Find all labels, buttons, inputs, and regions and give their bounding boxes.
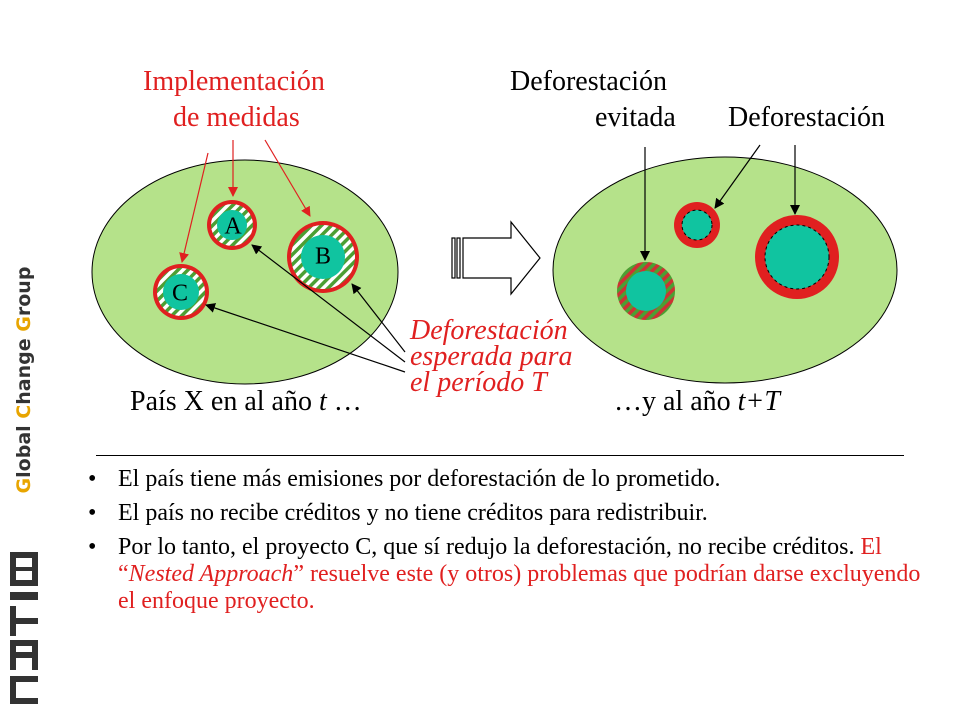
- implementation-label-line1: Implementación: [143, 66, 325, 97]
- arrow-deforestation-small: [714, 144, 761, 209]
- deforestation-circle-small: [674, 202, 720, 248]
- transition-arrow: [451, 220, 541, 296]
- bullet-list: • El país tiene más emisiones por defore…: [88, 466, 928, 622]
- arrow-expected-to-c: [205, 303, 406, 373]
- country-x-year-t-plus-t: [552, 156, 898, 384]
- deforestation-label: Deforestación: [728, 102, 886, 133]
- deforestation-circle-large: [755, 215, 839, 299]
- project-circle-a: [207, 200, 257, 250]
- sidebar: Global Change Group: [0, 0, 48, 720]
- bullet-item-2: • El país no recibe créditos y no tiene …: [88, 500, 708, 526]
- country-year-t-caption: País X en al año t …: [130, 386, 362, 417]
- year-t-plus-t-caption: …y al año t+T: [614, 386, 780, 417]
- project-circle-b: [287, 221, 359, 293]
- arrow-expected-to-a: [251, 244, 406, 363]
- project-circle-c: [153, 264, 209, 320]
- divider-line: [96, 455, 904, 456]
- arrow-expected-to-b: [351, 283, 406, 353]
- avoided-deforestation-label-line1: Deforestación: [510, 66, 668, 97]
- avoided-deforestation-label-line2: evitada: [595, 102, 676, 133]
- bullet-item-1: • El país tiene más emisiones por defore…: [88, 466, 721, 492]
- circle-c-label: C: [171, 280, 189, 307]
- deforestation-diagram: [91, 139, 898, 385]
- arrow-to-c: [179, 152, 209, 263]
- country-x-year-t: [91, 159, 399, 385]
- arrow-to-b: [264, 139, 311, 217]
- circle-a-label: A: [224, 213, 242, 240]
- bullet-item-3: • Por lo tanto, el proyecto C, que sí re…: [88, 534, 921, 614]
- avoided-deforestation-circle: [617, 262, 675, 320]
- catie-logo: [10, 552, 38, 704]
- expected-deforestation-label: Deforestación esperada para el período T: [410, 315, 573, 398]
- circle-b-label: B: [314, 243, 332, 270]
- implementation-label-line2: de medidas: [173, 102, 300, 133]
